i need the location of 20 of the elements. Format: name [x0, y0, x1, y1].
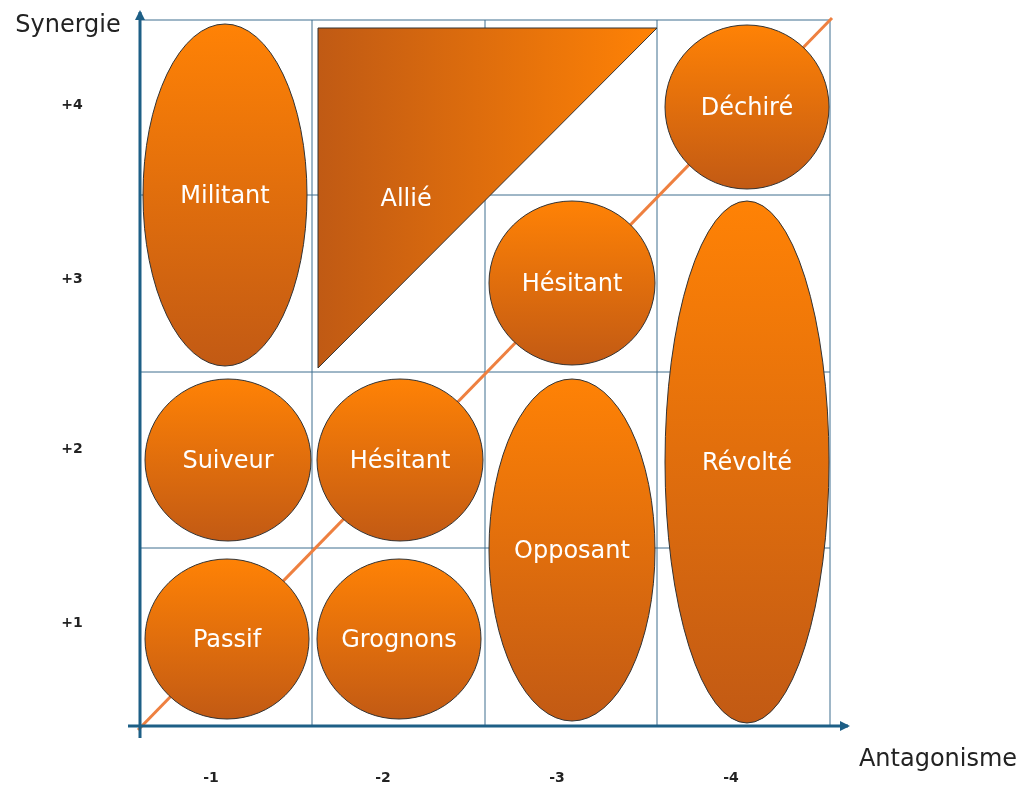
tick-label: -3 — [549, 769, 565, 785]
shape-label: Hésitant — [349, 446, 451, 474]
shape-label: Déchiré — [700, 93, 794, 121]
tick-label: -2 — [375, 769, 391, 785]
axis-title: Antagonisme — [858, 744, 1018, 772]
shape-label: Hésitant — [521, 269, 623, 297]
tick-label: +2 — [61, 440, 83, 456]
tick-label: +4 — [61, 96, 83, 112]
shape-label: Révolté — [701, 448, 793, 476]
axis-title: Synergie — [15, 10, 121, 38]
shape-label: Allié — [380, 184, 432, 212]
shape-label: Suiveur — [182, 446, 274, 474]
tick-label: +1 — [61, 614, 83, 630]
tick-label: +3 — [61, 270, 83, 286]
shape-label: Passif — [192, 625, 262, 653]
shape-label: Opposant — [514, 536, 630, 564]
tick-label: -4 — [723, 769, 739, 785]
tick-label: -1 — [203, 769, 219, 785]
shape-label: Grognons — [341, 625, 457, 653]
shape-label: Militant — [180, 181, 270, 209]
